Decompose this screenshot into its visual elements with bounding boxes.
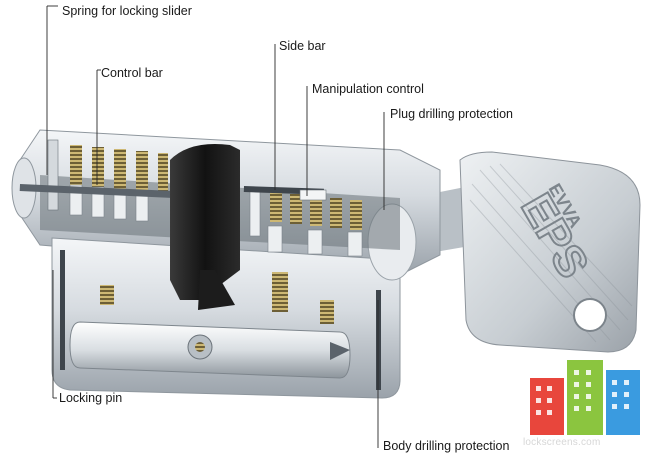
label-control-bar: Control bar <box>101 66 163 80</box>
leader-lines <box>46 5 385 448</box>
label-plug-drilling-protection: Plug drilling protection <box>390 107 513 121</box>
label-manipulation-control: Manipulation control <box>312 82 424 96</box>
label-body-drilling-protection: Body drilling protection <box>383 439 510 453</box>
label-locking-pin: Locking pin <box>59 391 123 405</box>
key-icon: EVVA EPS <box>400 151 641 353</box>
building-logo-icon <box>530 360 640 435</box>
label-spring-for-locking-slider: Spring for locking slider <box>62 4 192 18</box>
watermark-text: lockscreens.com <box>523 437 601 448</box>
cylinder-lock-cutaway <box>11 129 441 399</box>
label-side-bar: Side bar <box>279 39 326 53</box>
